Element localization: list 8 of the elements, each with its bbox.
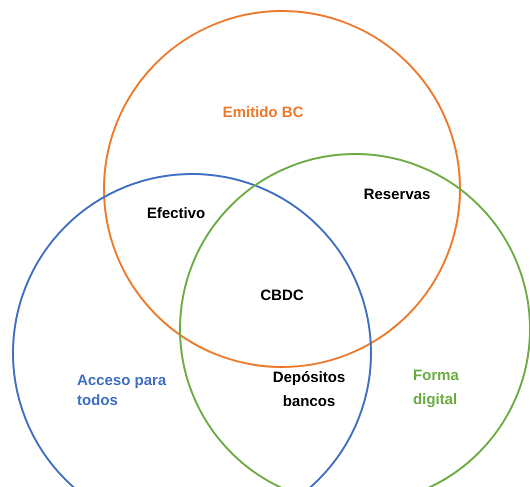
set-label: Acceso para todos [77, 371, 168, 411]
region-label: Reservas [362, 185, 432, 205]
region-label: Efectivo [146, 204, 206, 224]
set-label: Emitido BC [222, 103, 304, 123]
region-label: Depósitos bancos [272, 368, 346, 412]
set-circle [103, 10, 461, 368]
region-label: CBDC [259, 286, 305, 306]
set-label: Forma digital [413, 366, 460, 410]
